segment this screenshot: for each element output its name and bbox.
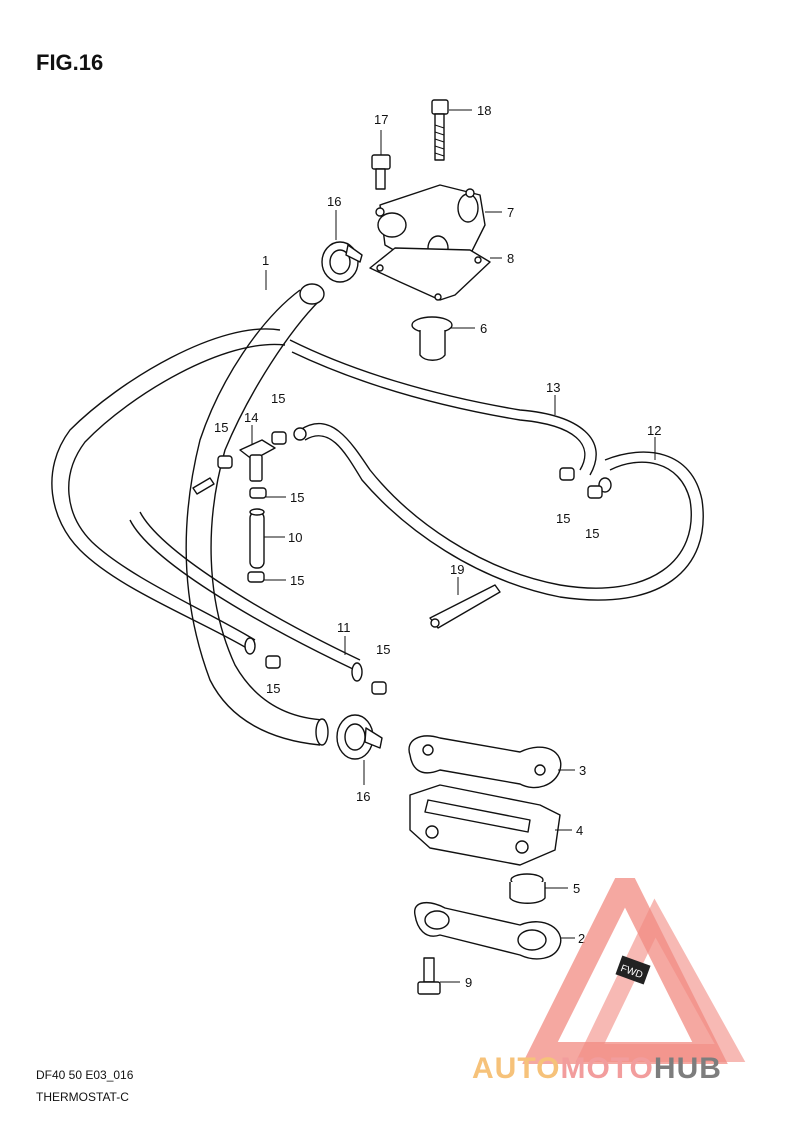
clip-part-15-h[interactable] [587, 485, 603, 499]
reference-code: DF40 50 E03_016 [36, 1068, 134, 1082]
callout-7: 7 [507, 205, 514, 220]
callout-15-a: 15 [214, 420, 228, 435]
housing-part-4[interactable] [409, 784, 561, 866]
fwd-badge: FWD [615, 955, 651, 985]
clamp-part-16-top[interactable] [321, 241, 363, 283]
callout-11: 11 [337, 620, 351, 635]
hose-part-11[interactable] [129, 511, 363, 682]
callout-1: 1 [262, 253, 269, 268]
callout-15-d: 15 [290, 573, 304, 588]
callout-2: 2 [578, 931, 585, 946]
brand-auto: AUTO [472, 1052, 561, 1085]
callout-15-f: 15 [376, 642, 390, 657]
bolt-part-17[interactable] [371, 154, 391, 190]
pipe-stub[interactable] [192, 477, 215, 495]
hose-part-13[interactable] [289, 339, 704, 601]
callout-18: 18 [477, 103, 491, 118]
hose-part-1[interactable] [185, 283, 329, 746]
clamp-part-16-bottom[interactable] [336, 714, 383, 760]
watermark-logo: FWD [522, 878, 746, 1064]
callout-6: 6 [480, 321, 487, 336]
callout-15-c: 15 [290, 490, 304, 505]
clip-part-15-f[interactable] [371, 681, 387, 695]
callout-19: 19 [450, 562, 464, 577]
callout-16-bottom: 16 [356, 789, 370, 804]
gasket-part-2[interactable] [414, 902, 562, 960]
gasket-part-3[interactable] [408, 735, 562, 789]
thermostat-part-6[interactable] [411, 316, 453, 361]
clip-part-15-e[interactable] [265, 655, 281, 669]
callout-leaders [251, 109, 656, 983]
clip-part-15-g[interactable] [559, 467, 575, 481]
clip-part-15-a[interactable] [217, 455, 233, 469]
section-name: THERMOSTAT-C [36, 1090, 129, 1104]
bracket-part-19[interactable] [429, 584, 501, 629]
callout-15-b: 15 [271, 391, 285, 406]
clip-part-15-d[interactable] [247, 571, 265, 583]
figure-title: FIG.16 [36, 50, 104, 75]
brand-hub: HUB [653, 1052, 722, 1085]
callout-8: 8 [507, 251, 514, 266]
callout-13: 13 [546, 380, 560, 395]
callout-17: 17 [374, 112, 388, 127]
callout-4: 4 [576, 823, 583, 838]
callout-5: 5 [573, 881, 580, 896]
callout-3: 3 [579, 763, 586, 778]
cap-part-5[interactable] [509, 873, 546, 904]
callout-15-e: 15 [266, 681, 280, 696]
bolt-part-9[interactable] [417, 957, 441, 995]
callout-9: 9 [465, 975, 472, 990]
callout-14: 14 [244, 410, 258, 425]
hose-loop[interactable] [51, 328, 286, 655]
callout-12: 12 [647, 423, 661, 438]
callout-15-h: 15 [585, 526, 599, 541]
clip-part-15-c[interactable] [249, 487, 267, 499]
callout-15-g: 15 [556, 511, 570, 526]
pipe-part-10[interactable] [249, 508, 265, 569]
brand-moto: MOTO [560, 1052, 654, 1085]
clip-part-15-b[interactable] [271, 431, 287, 445]
bolt-part-18[interactable] [431, 99, 449, 161]
gasket-part-8[interactable] [369, 247, 491, 301]
callout-10: 10 [288, 530, 302, 545]
pipe-part-14[interactable] [239, 439, 276, 482]
watermark-brand: AUTOMOTOHUB [472, 1052, 722, 1086]
callout-16-top: 16 [327, 194, 341, 209]
